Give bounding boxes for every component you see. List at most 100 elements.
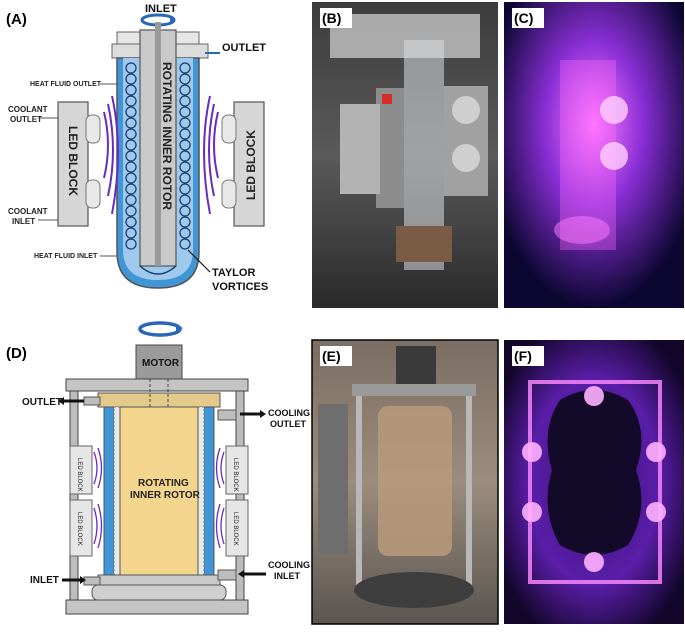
panel-e-label-box xyxy=(320,346,352,366)
light-waves-d-left xyxy=(93,447,103,549)
arrow-head-icon xyxy=(170,17,176,22)
panel-c: (C) xyxy=(504,2,684,308)
panel-f: (F) xyxy=(504,340,684,624)
inlet-label: INLET xyxy=(145,3,177,15)
photo-f-led-2 xyxy=(522,502,542,522)
light-waves-left xyxy=(103,95,119,215)
panel-a-label: (A) xyxy=(6,11,27,28)
coolant-inlet-label-2: INLET xyxy=(12,217,35,226)
frame-bottom xyxy=(65,599,249,615)
coolant-jacket-left xyxy=(103,406,115,576)
rotation-arrow-icon-d xyxy=(138,321,182,337)
taylor-pointer xyxy=(187,249,211,273)
outlet-arrowhead-d xyxy=(58,397,64,405)
inlet-label-d: INLET xyxy=(30,575,59,586)
panel-c-label: (C) xyxy=(514,10,533,26)
led-block-left-label: LED BLOCK xyxy=(66,126,80,196)
photo-b-lens-bottom xyxy=(452,144,480,172)
cooling-outlet-label-2: OUTLET xyxy=(270,419,306,429)
photo-f-led-6 xyxy=(584,552,604,572)
inner-rotor-d xyxy=(119,406,199,576)
photo-e-top-plate xyxy=(352,384,476,396)
outlet-label-d: OUTLET xyxy=(22,397,62,408)
cooling-outlet-arrowhead xyxy=(260,410,266,418)
photo-f-frame xyxy=(528,380,662,584)
coolant-outlet-label-1: COOLANT xyxy=(8,105,48,114)
panel-b-label: (B) xyxy=(322,10,341,26)
panel-d: (D) MOTOR ROTATING INNER ROTOR xyxy=(6,321,310,615)
led-block-right xyxy=(233,101,265,227)
outlet-label: OUTLET xyxy=(222,42,266,54)
panel-d-label: (D) xyxy=(6,345,27,362)
rotor-label-2: INNER ROTOR xyxy=(130,490,201,501)
light-waves-d-right xyxy=(215,447,225,549)
led-block-d-right-top xyxy=(225,445,249,495)
base-plate xyxy=(91,584,227,601)
photo-e-post-right xyxy=(466,396,472,586)
photo-c xyxy=(504,2,684,308)
motor-block xyxy=(135,344,183,380)
photo-f-led-4 xyxy=(646,502,666,522)
heat-fluid-outlet-label: HEAT FLUID OUTLET xyxy=(30,81,102,88)
photo-b-led-left xyxy=(376,88,404,208)
coolant-outlet-label-2: OUTLET xyxy=(10,115,42,124)
taylor-label-2: VORTICES xyxy=(212,281,268,293)
rotor-shaft xyxy=(155,22,161,266)
arrow-head-icon-d xyxy=(176,325,183,332)
led-block-d-r1-label: LED BLOCK xyxy=(232,458,238,492)
led-left-top xyxy=(85,114,101,144)
photo-f-plate xyxy=(547,390,642,555)
photo-e-motor xyxy=(396,346,436,384)
light-waves-right xyxy=(203,95,219,215)
annular-gap-left xyxy=(113,406,121,576)
frame-post-left xyxy=(69,390,79,608)
upper-flange xyxy=(97,392,221,408)
panel-f-label-box xyxy=(512,346,544,366)
photo-e-reactor xyxy=(378,406,452,556)
panel-f-label: (F) xyxy=(514,348,532,364)
photo-f-led-1 xyxy=(522,442,542,462)
frame-top xyxy=(65,378,249,392)
motor-label: MOTOR xyxy=(142,358,180,369)
led-block-d-left-top xyxy=(69,445,93,495)
panel-b-label-box xyxy=(320,8,352,28)
bottom-flow-arrow xyxy=(139,265,177,275)
panel-c-label-box xyxy=(512,8,544,28)
coolant-jacket-right xyxy=(203,406,215,576)
photo-b-base xyxy=(396,226,452,262)
photo-b-lens-top xyxy=(452,96,480,124)
photo-f-led-3 xyxy=(646,442,666,462)
photo-c-base-glow xyxy=(554,216,610,244)
heat-fluid-inlet-label: HEAT FLUID INLET xyxy=(34,253,98,260)
outlet-port xyxy=(83,396,101,406)
rotor-label-1: ROTATING xyxy=(138,478,189,489)
photo-b-side-plate xyxy=(340,104,380,194)
photo-f-led-5 xyxy=(584,386,604,406)
led-right-bottom xyxy=(221,179,237,209)
panel-e-label: (E) xyxy=(322,348,341,364)
vortex-column-right xyxy=(179,62,191,250)
led-left-bottom xyxy=(85,179,101,209)
panel-b: (B) xyxy=(312,2,498,308)
lower-flange xyxy=(97,574,221,586)
inlet-arrowhead-d xyxy=(80,576,86,584)
led-block-d-r2-label: LED BLOCK xyxy=(232,512,238,546)
led-block-d-l2-label: LED BLOCK xyxy=(76,512,82,546)
led-block-d-left-bottom xyxy=(69,499,93,557)
cooling-inlet-port xyxy=(217,569,237,581)
led-block-left xyxy=(57,101,89,227)
cooling-outlet-label-1: COOLING xyxy=(268,408,310,418)
photo-b-red-fitting xyxy=(382,94,392,104)
cooling-inlet-label-2: INLET xyxy=(274,571,301,581)
cooling-outlet-port xyxy=(217,409,237,421)
led-block-d-l1-label: LED BLOCK xyxy=(76,458,82,492)
panel-e: (E) xyxy=(311,339,499,625)
photo-e-base xyxy=(354,572,474,608)
photo-e-post-left xyxy=(356,396,362,586)
photo-c-led-bottom xyxy=(600,142,628,170)
panel-a: (A) INLET OUTLET ROTATING xyxy=(6,3,268,293)
photo-c-led-top xyxy=(600,96,628,124)
rotor-label: ROTATING INNER ROTOR xyxy=(160,62,174,210)
photo-e-led-left xyxy=(318,404,348,554)
